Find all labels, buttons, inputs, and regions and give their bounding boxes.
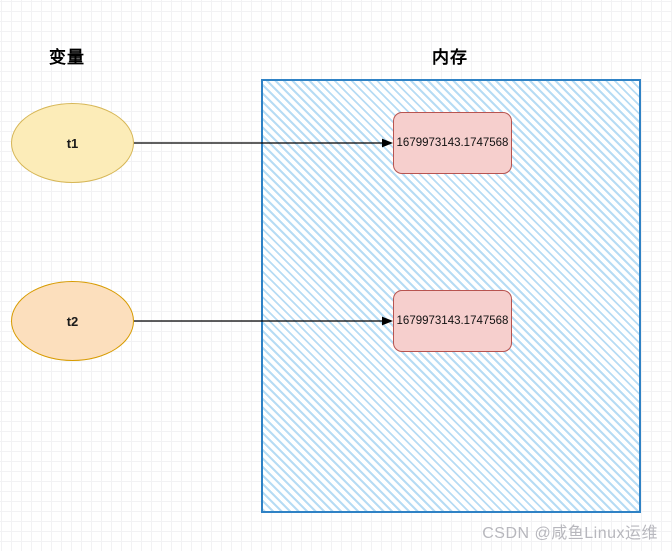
arrow-t2-to-value-2 bbox=[134, 316, 393, 326]
arrow-t1-to-value-1 bbox=[134, 138, 393, 148]
memory-value-box-2[interactable]: 1679973143.1747568 bbox=[393, 290, 512, 352]
variable-node-t1[interactable]: t1 bbox=[11, 103, 134, 183]
variable-node-t2[interactable]: t2 bbox=[11, 281, 134, 361]
memory-value-box-1[interactable]: 1679973143.1747568 bbox=[393, 112, 512, 174]
variable-section-title: 变量 bbox=[49, 48, 85, 67]
memory-section-title: 内存 bbox=[432, 48, 468, 67]
watermark-text: CSDN @咸鱼Linux运维 bbox=[482, 525, 658, 542]
